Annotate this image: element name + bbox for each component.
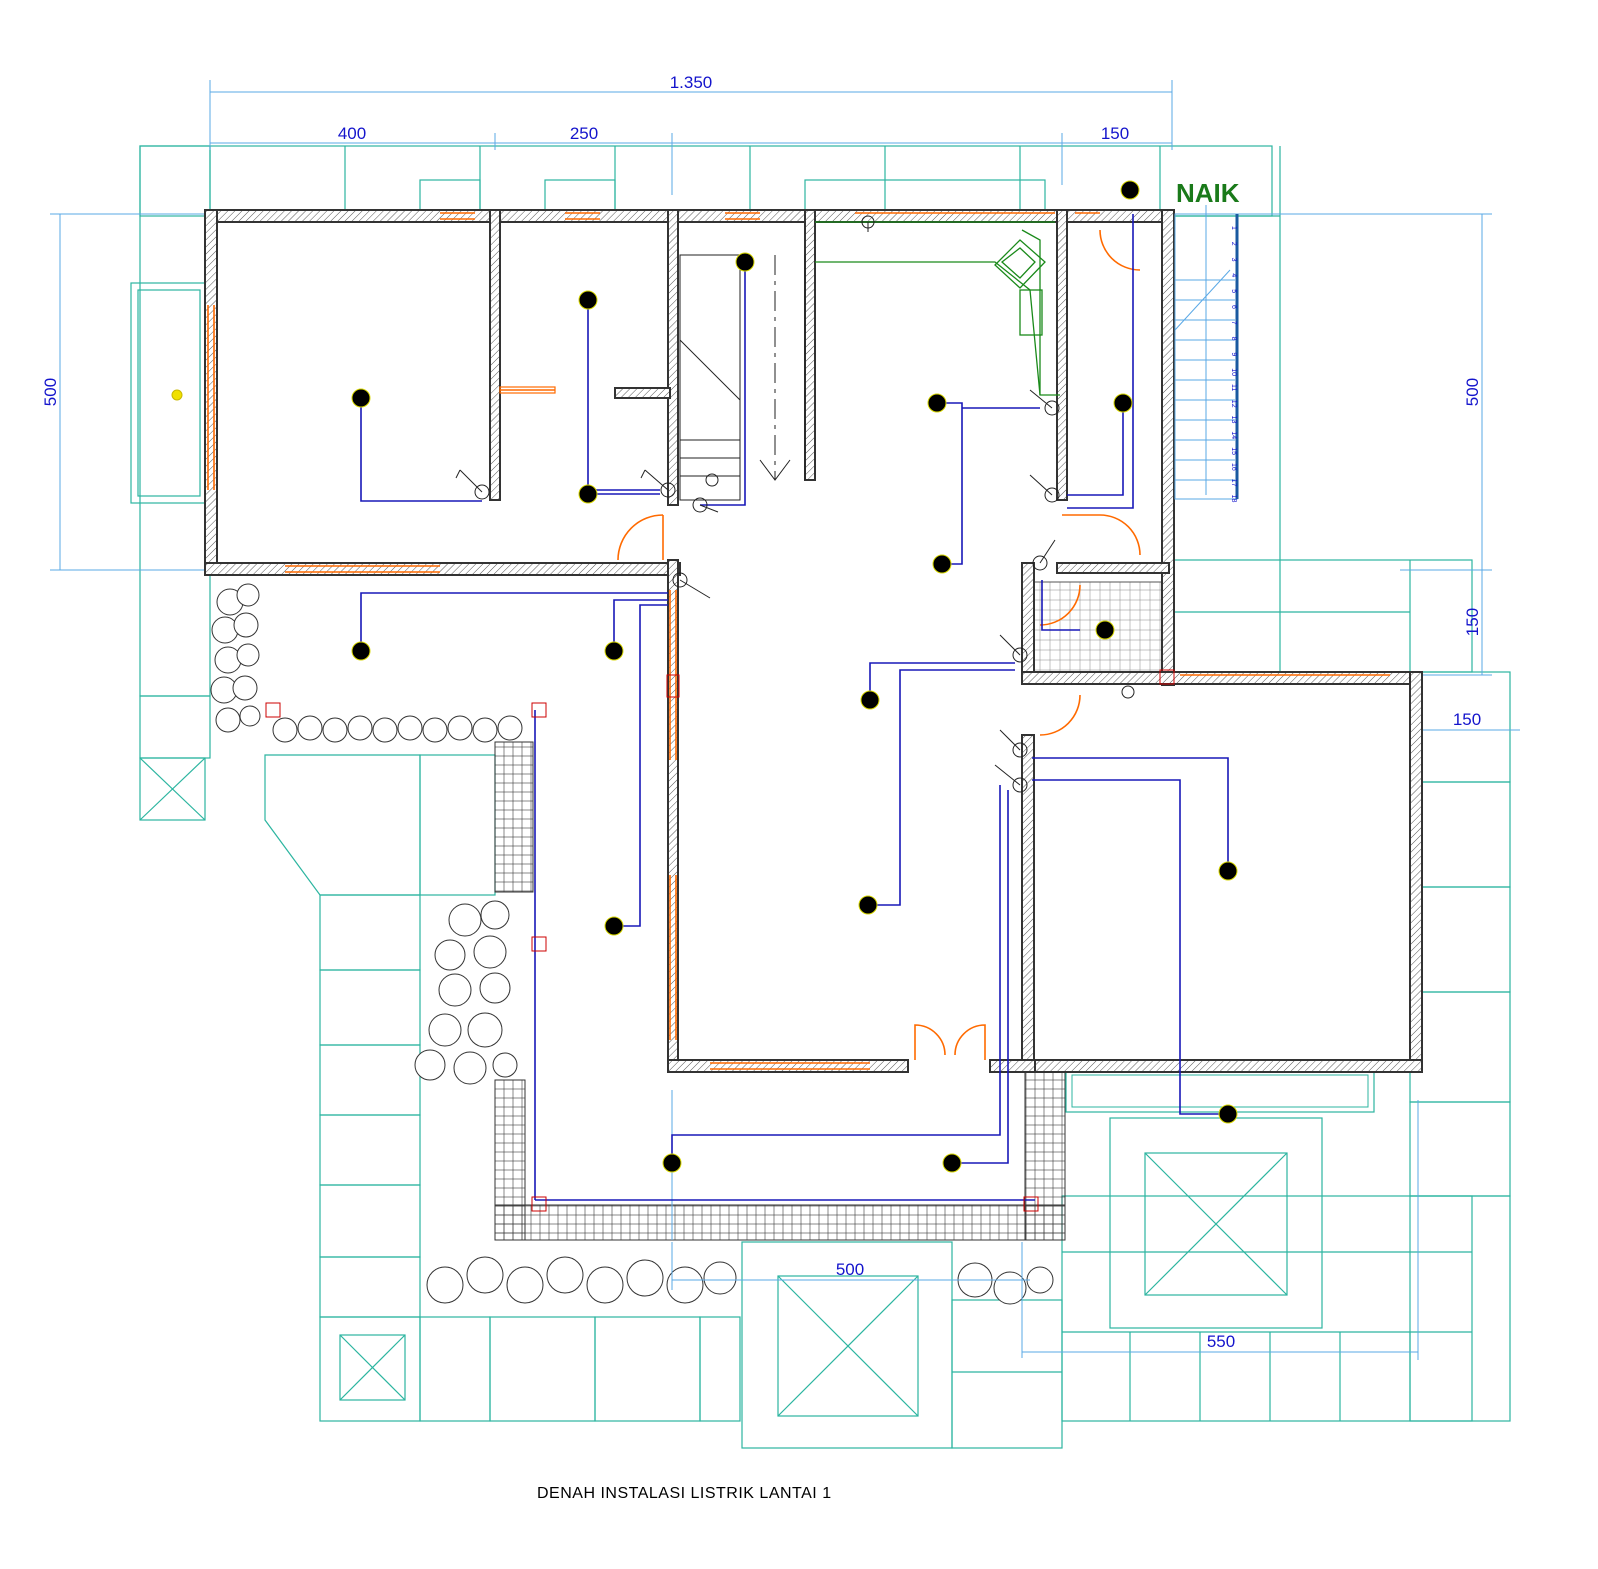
column-markers	[265, 669, 1175, 1212]
stair-step-number: 3	[1230, 258, 1237, 262]
wall-garage-south	[1021, 1059, 1423, 1073]
switch-symbol	[999, 729, 1028, 758]
wall-bed1-bed2	[489, 209, 501, 501]
terrace-tiles	[494, 581, 1375, 1241]
stair-step-number: 2	[1230, 242, 1237, 246]
lamp-point	[578, 484, 598, 504]
garden-lamp	[171, 389, 183, 401]
lamp-point	[1113, 393, 1133, 413]
stair-step-number: 7	[1230, 321, 1237, 325]
wall-living-south-a	[667, 1059, 909, 1073]
stair-step-number: 17	[1230, 479, 1237, 487]
lamp-point	[604, 641, 624, 661]
lamp-point	[858, 895, 878, 915]
socket-symbol	[705, 473, 719, 487]
lamp-point	[662, 1153, 682, 1173]
site-paving	[130, 145, 1511, 1449]
wall-garage-west	[1021, 734, 1035, 1071]
lamp-point	[942, 1153, 962, 1173]
stair-step-number: 18	[1230, 495, 1237, 503]
stair-internal	[679, 254, 806, 501]
dim-right-lower-1: 150	[1463, 608, 1482, 636]
lamp-point	[927, 393, 947, 413]
switches	[455, 215, 1135, 793]
walls	[204, 209, 1423, 1073]
wall-garage-east	[1409, 671, 1423, 1073]
stair-step-number: 15	[1230, 447, 1237, 455]
dim-left-height: 500	[41, 378, 60, 406]
lamp-point	[578, 290, 598, 310]
wall-north	[204, 209, 1173, 223]
stair-step-number: 1	[1230, 226, 1237, 230]
stair-step-number: 11	[1230, 384, 1237, 391]
switch-symbol	[640, 469, 676, 498]
socket-symbol	[861, 215, 875, 232]
wall-stair-east	[804, 209, 816, 481]
lamp-point	[735, 252, 755, 272]
dimension-lines	[50, 80, 1520, 1360]
switch-symbol	[994, 764, 1028, 793]
wall-bath-west	[1021, 562, 1035, 674]
lamps	[171, 180, 1238, 1173]
switch-symbol	[455, 469, 490, 500]
wall-east-upper	[1161, 209, 1175, 686]
stair-step-number: 14	[1230, 431, 1237, 439]
lamp-point	[860, 690, 880, 710]
drawing-title: DENAH INSTALASI LISTRIK LANTAI 1	[537, 1485, 832, 1502]
lamp-point	[1218, 861, 1238, 881]
stair-label-naik: NAIK	[1176, 178, 1240, 208]
stair-step-number: 8	[1230, 337, 1237, 341]
openings	[207, 212, 1390, 1070]
lamp-point	[351, 641, 371, 661]
dim-bottom-1: 500	[836, 1260, 864, 1279]
stair-step-number: 13	[1230, 416, 1237, 424]
wall-garage-north	[1021, 671, 1423, 685]
dim-segment-3: 150	[1101, 124, 1129, 143]
wall-west	[204, 209, 218, 576]
lamp-point	[1095, 620, 1115, 640]
socket-symbol	[1121, 685, 1135, 699]
shrubs	[210, 583, 1054, 1305]
wall-bath-north	[1056, 562, 1170, 574]
switch-symbol	[692, 497, 719, 513]
switch-symbol	[672, 572, 711, 599]
wall-south-bedroom	[204, 562, 681, 576]
lamp-point	[604, 916, 624, 936]
lamp-point	[932, 554, 952, 574]
dim-overall-width: 1.350	[670, 73, 713, 92]
stair-step-number: 12	[1230, 400, 1237, 408]
switch-symbol	[1032, 539, 1056, 571]
dim-right-lower-2: 150	[1453, 710, 1481, 729]
lamp-point	[1218, 1104, 1238, 1124]
wall-kitchen-east	[1056, 209, 1068, 501]
kitchen-counter	[815, 221, 1060, 396]
lamp-point	[1120, 180, 1140, 200]
stair-step-number: 6	[1230, 305, 1237, 309]
dim-right-height: 500	[1463, 378, 1482, 406]
dim-bottom-2: 550	[1207, 1332, 1235, 1351]
switch-symbol	[1029, 474, 1060, 503]
switch-symbol	[1029, 389, 1060, 416]
shrub-left-column	[210, 583, 261, 733]
stair-step-number: 10	[1230, 368, 1237, 376]
stair-step-number: 9	[1230, 352, 1237, 356]
wall-stub	[614, 387, 671, 399]
lamp-point	[351, 388, 371, 408]
switch-symbol	[999, 634, 1028, 663]
wall-living-south-b	[989, 1059, 1036, 1073]
shrub-left-row	[272, 715, 523, 743]
stair-step-number: 4	[1230, 273, 1237, 277]
stair-step-number: 16	[1230, 463, 1237, 471]
dim-segment-2: 250	[570, 124, 598, 143]
shrub-middle-column	[414, 900, 518, 1085]
dimension-text: 1.350 400 250 150 500 500 150 150 500 55…	[41, 73, 1482, 1351]
dim-segment-1: 400	[338, 124, 366, 143]
wall-stair-west	[667, 209, 679, 506]
stair-step-number: 5	[1230, 289, 1237, 293]
